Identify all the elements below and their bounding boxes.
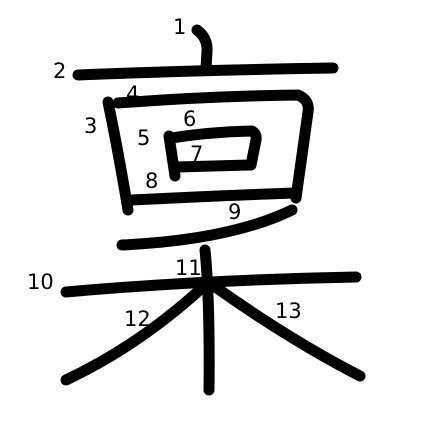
stroke-7: [171, 159, 255, 173]
stroke-1: [191, 24, 213, 74]
stroke-number-5: 5: [137, 126, 150, 150]
stroke-number-11: 11: [175, 256, 202, 280]
stroke-number-2: 2: [53, 59, 66, 83]
stroke-paths: [60, 24, 366, 396]
stroke-3: [102, 96, 134, 216]
stroke-number-6: 6: [183, 107, 196, 131]
stroke-6: [166, 125, 262, 171]
stroke-4: [112, 89, 314, 204]
stroke-number-10: 10: [27, 270, 54, 294]
stroke-13: [208, 280, 366, 382]
stroke-number-4: 4: [126, 82, 139, 106]
stroke-number-7: 7: [190, 142, 203, 166]
stroke-2: [72, 62, 339, 81]
stroke-number-8: 8: [145, 169, 158, 193]
stroke-11: [199, 244, 215, 396]
stroke-number-1: 1: [173, 15, 186, 39]
stroke-number-9: 9: [228, 200, 241, 224]
stroke-9: [116, 204, 298, 251]
stroke-number-13: 13: [275, 299, 302, 323]
stroke-12: [60, 280, 210, 386]
stroke-number-12: 12: [124, 307, 151, 331]
stroke-number-3: 3: [84, 114, 97, 138]
stroke-8: [126, 187, 300, 206]
